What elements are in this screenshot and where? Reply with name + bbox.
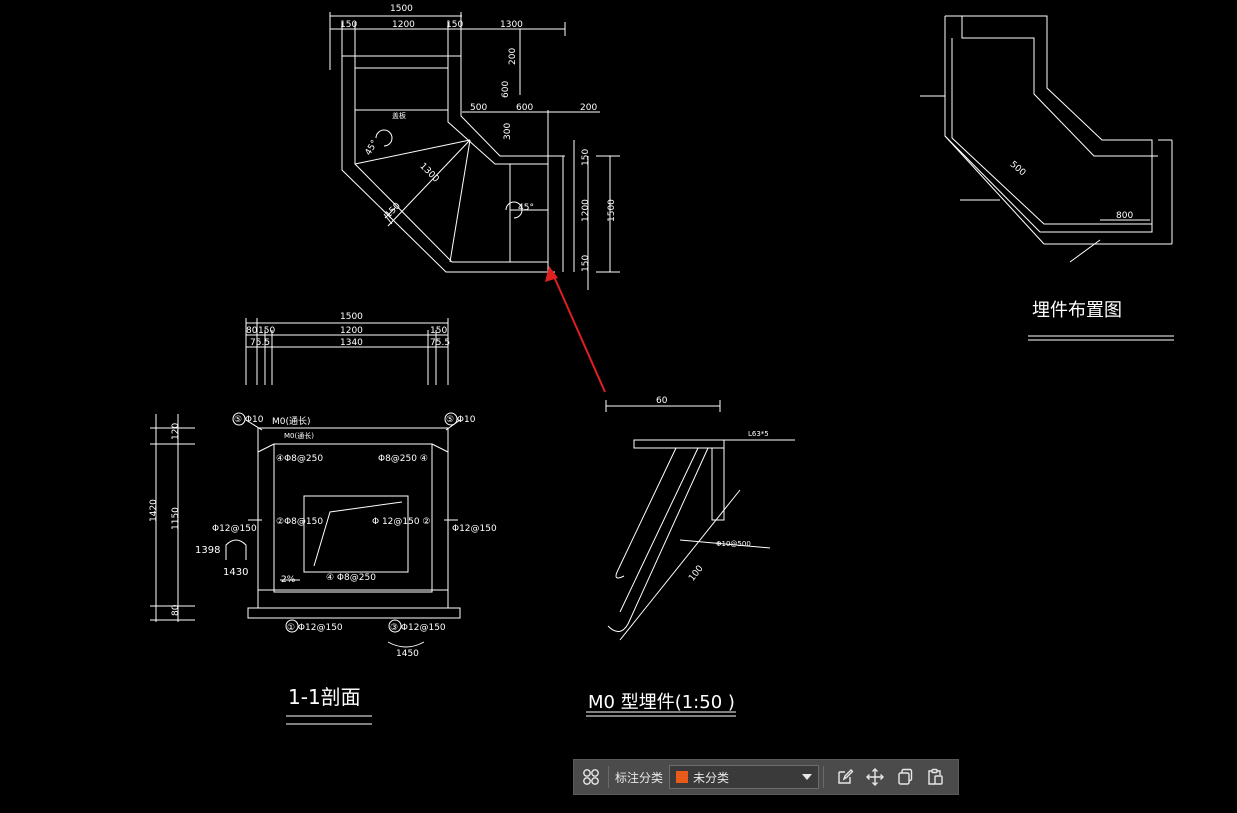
plan-small-label: 盖板 — [392, 111, 406, 120]
rebar-2-right: Φ 12@150 ② — [372, 517, 431, 527]
toolbar-divider — [608, 766, 609, 788]
plan-dim-1300: 1300 — [500, 20, 523, 30]
annotation-arrow[interactable] — [545, 266, 606, 393]
dim-1398: 1398 — [195, 545, 220, 556]
layout-dim-500: 500 — [1008, 160, 1028, 179]
rebar-3-bottom: ③ Φ12@150 — [390, 623, 446, 633]
dim-1430: 1430 — [223, 567, 248, 578]
edit-icon[interactable] — [832, 764, 858, 790]
rebar-m0-inner: M0(通长) — [284, 431, 314, 440]
sec-dim-1200: 1200 — [340, 326, 363, 336]
embed-dim-60: 60 — [656, 396, 668, 406]
sec-v-80: 80 — [171, 604, 181, 616]
plan-angle-2: 45° — [518, 203, 534, 213]
layout-dim-800: 800 — [1116, 211, 1133, 221]
plan-dim-1500: 1500 — [390, 4, 413, 14]
plan-dim-1200: 1200 — [392, 20, 415, 30]
embed-dim-100: 100 — [687, 564, 706, 584]
sec-dim-755a: 75.5 — [250, 338, 270, 348]
embed-title: M0 型埋件(1:50 ) — [588, 692, 735, 713]
sec-v-1150: 1150 — [171, 507, 181, 530]
chevron-down-icon — [802, 774, 813, 780]
rebar-1-right: Φ12@150 — [452, 524, 497, 534]
move-icon[interactable] — [862, 764, 888, 790]
annotation-category-label: 标注分类 — [615, 770, 664, 785]
sec-dim-150b: 150 — [430, 326, 447, 336]
embed-detail — [586, 400, 795, 717]
rebar-1-bottom: ① Φ12@150 — [287, 623, 343, 633]
copy-icon[interactable] — [892, 764, 918, 790]
plan-dim-600: 600 — [516, 103, 533, 113]
rebar-4-right: Φ8@250 ④ — [378, 454, 428, 464]
embed-angle-steel: L63*5 — [748, 430, 769, 438]
plan-angle-1: 45° — [364, 139, 381, 158]
sec-dim-150: 150 — [258, 326, 275, 336]
grid-icon[interactable] — [578, 764, 604, 790]
annotation-category-select[interactable]: 未分类 — [669, 765, 820, 789]
toolbar-divider-2 — [823, 766, 825, 788]
rebar-4-bottom: ④ Φ8@250 — [326, 573, 376, 583]
layout-title: 埋件布置图 — [1032, 300, 1122, 321]
plan-dim-1300-diag: 1300 — [417, 161, 440, 184]
rebar-5-left: ⑤ Φ10 — [234, 415, 264, 425]
rebar-5-right: ⑤ Φ10 — [446, 415, 476, 425]
annotation-toolbar: 标注分类 未分类 — [573, 759, 959, 795]
plan-view — [329, 12, 620, 290]
sec-dim-755b: 75.5 — [430, 338, 450, 348]
slope-2pct: 2% — [281, 575, 296, 585]
sec-dim-1340: 1340 — [340, 338, 363, 348]
plan-dim-150c: 150 — [581, 149, 591, 166]
plan-dim-300: 300 — [503, 123, 513, 140]
dim-1450: 1450 — [396, 649, 419, 659]
plan-dim-200: 200 — [508, 48, 518, 65]
rebar-1-left: Φ12@150 — [212, 524, 257, 534]
sec-v-1420: 1420 — [149, 499, 159, 522]
plan-dim-200b: 200 — [580, 103, 597, 113]
embed-rebar: Φ10@500 — [716, 540, 751, 548]
plan-dim-150d: 150 — [581, 255, 591, 272]
section-top-dims — [245, 318, 449, 385]
category-select-value: 未分类 — [693, 770, 730, 785]
plan-dim-150b: 150 — [446, 20, 463, 30]
plan-dim-150: 150 — [340, 20, 357, 30]
section-view — [150, 412, 461, 725]
rebar-4-left: ④Φ8@250 — [276, 454, 323, 464]
layout-plan — [920, 15, 1174, 341]
sec-dim-1500: 1500 — [340, 312, 363, 322]
sec-dim-80: 80 — [246, 326, 258, 336]
plan-dim-150e: 150 — [384, 201, 403, 220]
category-color-swatch — [676, 771, 689, 783]
section-title: 1-1剖面 — [288, 685, 361, 709]
plan-dim-500: 500 — [470, 103, 487, 113]
plan-dim-1200b: 1200 — [581, 199, 591, 222]
paste-icon[interactable] — [922, 764, 948, 790]
rebar-m0-top: M0(通长) — [272, 415, 311, 427]
plan-dim-600v: 600 — [501, 81, 511, 98]
plan-dim-1500b: 1500 — [607, 199, 617, 222]
sec-v-120: 120 — [171, 423, 181, 440]
rebar-2-left: ②Φ8@150 — [276, 517, 323, 527]
